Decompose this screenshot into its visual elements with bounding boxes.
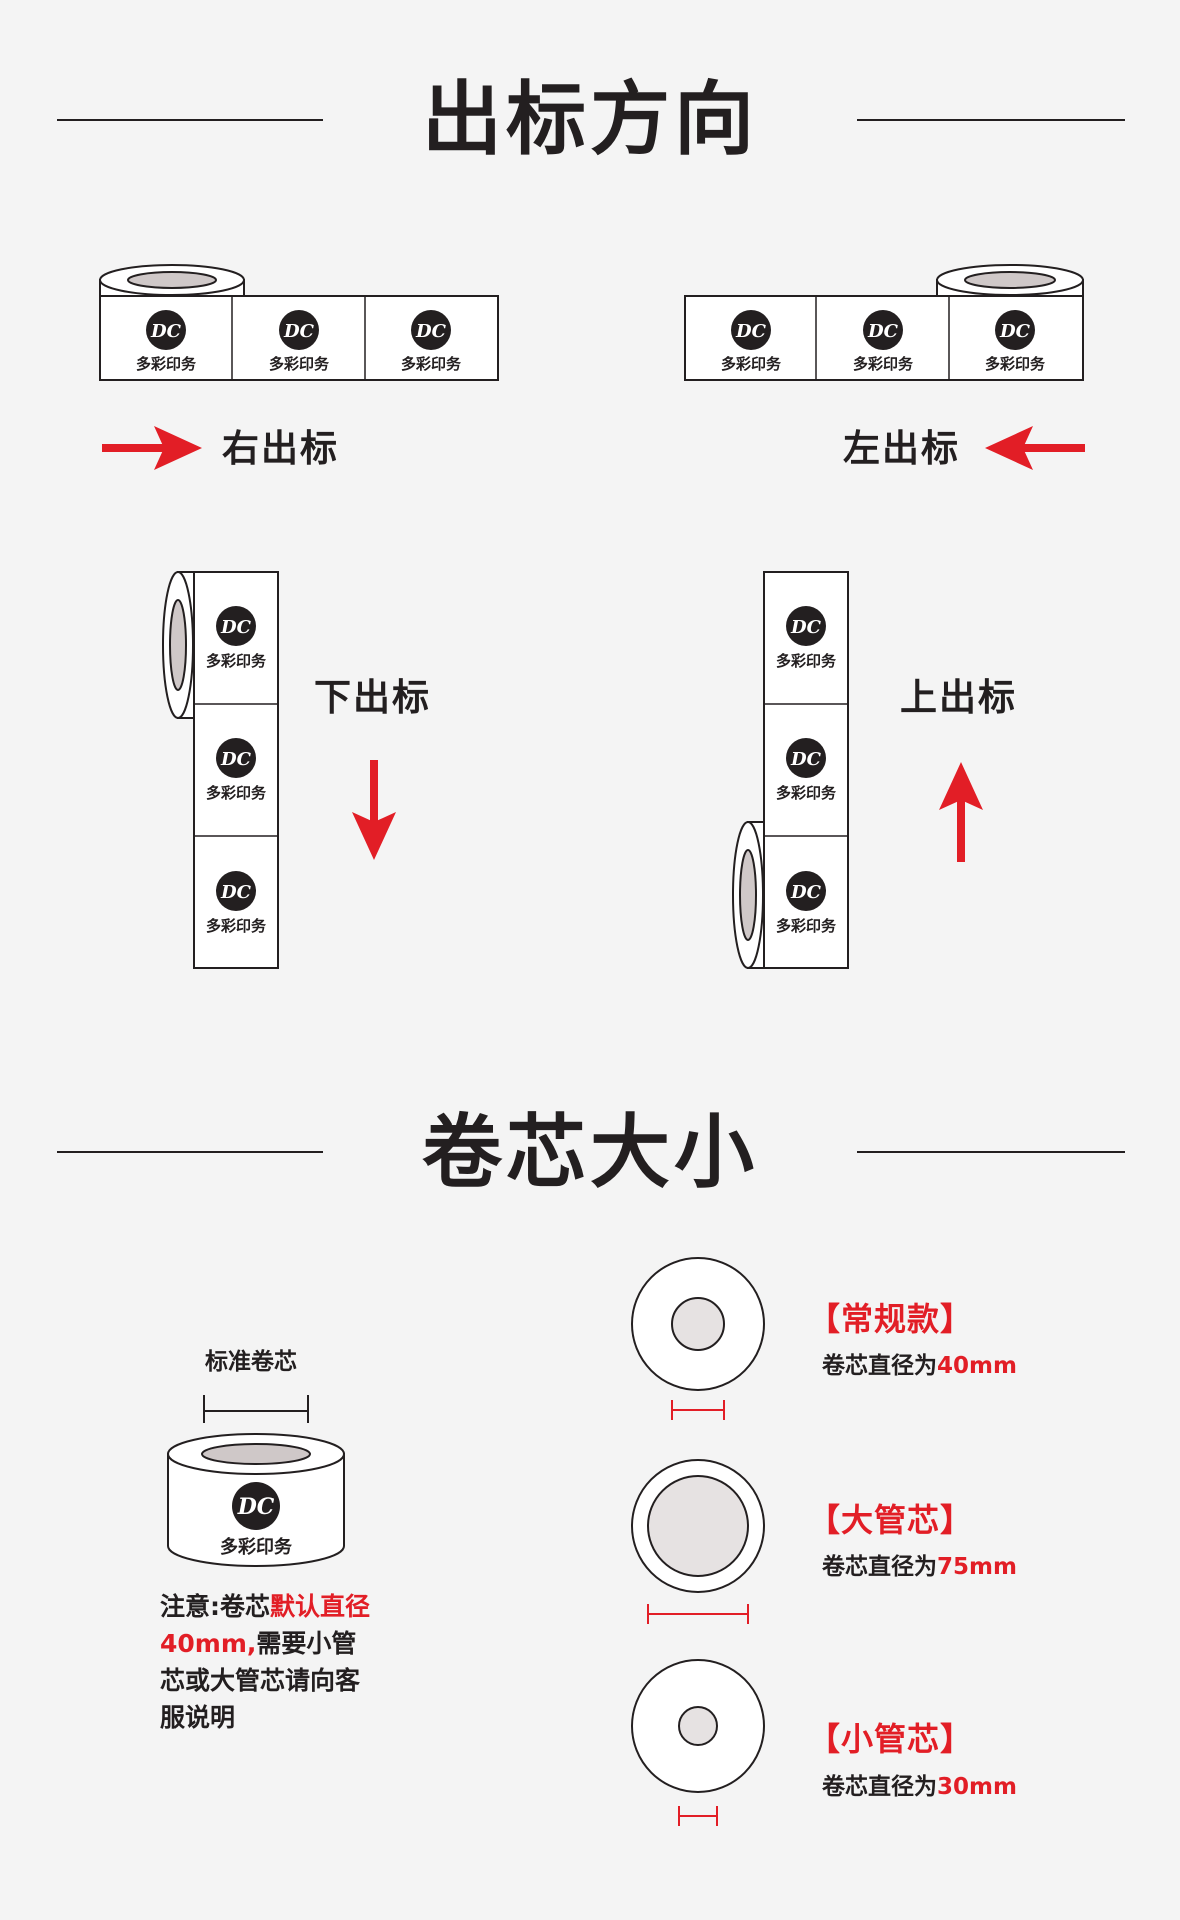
svg-text:DC: DC bbox=[867, 321, 899, 342]
header-rule-right bbox=[857, 119, 1125, 121]
logo-icon: DC bbox=[411, 310, 451, 350]
core-regular-title: 【常规款】 bbox=[808, 1300, 974, 1338]
svg-text:DC: DC bbox=[790, 617, 822, 638]
svg-text:DC: DC bbox=[790, 749, 822, 770]
svg-text:DC: DC bbox=[790, 882, 822, 903]
svg-text:DC: DC bbox=[220, 882, 252, 903]
svg-text:DC: DC bbox=[150, 321, 182, 342]
svg-text:DC: DC bbox=[237, 1494, 275, 1520]
header-rule-right bbox=[857, 1151, 1125, 1153]
standard-core-label: 标准卷芯 bbox=[205, 1349, 297, 1375]
svg-text:多彩印务: 多彩印务 bbox=[776, 917, 837, 935]
standard-core-note: 注意:卷芯默认直径40mm,需要小管芯或大管芯请向客服说明 bbox=[160, 1592, 371, 1732]
header-rule-left bbox=[57, 1151, 323, 1153]
svg-text:多彩印务: 多彩印务 bbox=[776, 784, 837, 802]
svg-text:多彩印务: 多彩印务 bbox=[206, 652, 267, 670]
svg-text:多彩印务: 多彩印务 bbox=[401, 355, 462, 373]
logo-icon: DC bbox=[731, 310, 771, 350]
roll-up-out-illustration: DC 多彩印务 DC 多彩印务 DC 多彩印务 bbox=[732, 571, 849, 969]
svg-text:DC: DC bbox=[415, 321, 447, 342]
standard-core-width-marker bbox=[203, 1395, 309, 1423]
logo-icon: DC bbox=[786, 738, 826, 778]
svg-text:多彩印务: 多彩印务 bbox=[269, 355, 330, 373]
core-large-desc: 卷芯直径为75mm bbox=[822, 1554, 1017, 1580]
roll-right-out-illustration: DC 多彩印务 DC 多彩印务 DC 多彩印务 bbox=[99, 264, 499, 381]
arrow-down-icon bbox=[352, 760, 396, 860]
svg-text:DC: DC bbox=[283, 321, 315, 342]
logo-icon: DC bbox=[786, 606, 826, 646]
logo-icon: DC bbox=[216, 606, 256, 646]
standard-core-roll-illustration: DC 多彩印务 bbox=[167, 1433, 345, 1567]
svg-text:多彩印务: 多彩印务 bbox=[985, 355, 1046, 373]
core-large-diagram bbox=[631, 1459, 765, 1624]
header-rule-left bbox=[57, 119, 323, 121]
section-title-core-size: 卷芯大小 bbox=[422, 1106, 758, 1199]
arrow-left-icon bbox=[985, 426, 1085, 470]
core-small-title: 【小管芯】 bbox=[808, 1720, 974, 1758]
core-regular-desc: 卷芯直径为40mm bbox=[822, 1353, 1017, 1379]
svg-text:多彩印务: 多彩印务 bbox=[206, 784, 267, 802]
svg-text:多彩印务: 多彩印务 bbox=[776, 652, 837, 670]
logo-icon: DC bbox=[216, 871, 256, 911]
logo-icon: DC bbox=[279, 310, 319, 350]
roll-left-out-illustration: DC 多彩印务 DC 多彩印务 DC 多彩印务 bbox=[684, 264, 1084, 381]
svg-text:多彩印务: 多彩印务 bbox=[136, 355, 197, 373]
svg-text:多彩印务: 多彩印务 bbox=[206, 917, 267, 935]
direction-label-up: 上出标 bbox=[900, 676, 1017, 719]
logo-icon: DC bbox=[146, 310, 186, 350]
svg-text:DC: DC bbox=[735, 321, 767, 342]
logo-icon: DC bbox=[232, 1482, 280, 1530]
svg-text:多彩印务: 多彩印务 bbox=[721, 355, 782, 373]
core-large-title: 【大管芯】 bbox=[808, 1501, 974, 1539]
svg-text:DC: DC bbox=[220, 617, 252, 638]
arrow-right-icon bbox=[102, 426, 202, 470]
logo-icon: DC bbox=[216, 738, 256, 778]
logo-icon: DC bbox=[995, 310, 1035, 350]
core-small-diagram bbox=[631, 1659, 765, 1826]
logo-icon: DC bbox=[786, 871, 826, 911]
section-title-direction: 出标方向 bbox=[422, 73, 758, 166]
svg-text:多彩印务: 多彩印务 bbox=[220, 1536, 293, 1558]
core-regular-diagram bbox=[631, 1257, 765, 1420]
arrow-up-icon bbox=[939, 762, 983, 862]
direction-label-down: 下出标 bbox=[314, 676, 431, 719]
direction-label-right: 右出标 bbox=[222, 427, 339, 470]
svg-text:多彩印务: 多彩印务 bbox=[853, 355, 914, 373]
roll-down-out-illustration: DC 多彩印务 DC 多彩印务 DC 多彩印务 bbox=[162, 571, 279, 969]
core-small-desc: 卷芯直径为30mm bbox=[822, 1774, 1017, 1800]
direction-label-left: 左出标 bbox=[843, 427, 960, 470]
svg-text:DC: DC bbox=[220, 749, 252, 770]
logo-icon: DC bbox=[863, 310, 903, 350]
svg-text:DC: DC bbox=[999, 321, 1031, 342]
